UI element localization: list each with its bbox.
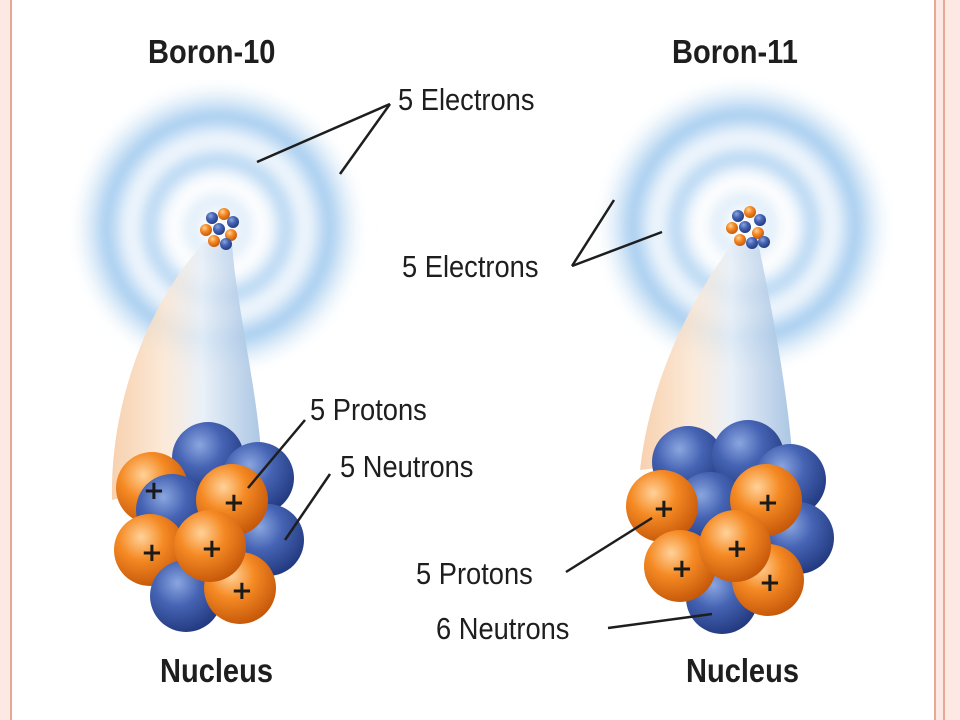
boron-11-nucleus-label: Nucleus — [686, 652, 799, 689]
boron-10-protons-label: 5 Protons — [310, 392, 427, 427]
proton-charge: + — [671, 554, 693, 584]
proton-charge: + — [143, 476, 165, 506]
proton-charge: + — [223, 488, 245, 518]
boron-11-magnification-funnel — [640, 242, 792, 470]
proton-charge: + — [231, 576, 253, 606]
proton — [644, 530, 716, 602]
boron-11-protons-label: 5 Protons — [416, 556, 533, 591]
boron-10-electrons-label: 5 Electrons — [398, 82, 535, 117]
boron-11-small-nucleus — [726, 206, 770, 249]
boron-11-neutrons-label: 6 Neutrons — [436, 611, 570, 646]
boron-11-atom: + + + + + — [565, 76, 894, 634]
proton-charge: + — [759, 568, 781, 598]
boron-10-nucleus: + + + + + — [114, 422, 304, 632]
boron-11-title: Boron-11 — [672, 33, 798, 70]
boron-11-leader-lines — [565, 199, 713, 630]
proton-charge: + — [653, 494, 675, 524]
proton — [174, 510, 246, 582]
proton-charge: + — [201, 534, 223, 564]
boron-11-electrons-label: 5 Electrons — [402, 249, 539, 284]
boron-10-title: Boron-10 — [148, 33, 276, 70]
boron-10-leader-lines — [247, 102, 392, 541]
boron-10-atom: + + + + + — [68, 78, 392, 632]
boron-11-nucleus: + + + + + — [626, 420, 834, 634]
proton-charge: + — [726, 534, 748, 564]
proton — [699, 510, 771, 582]
boron-10-neutrons-label: 5 Neutrons — [340, 449, 474, 484]
proton-charge: + — [141, 538, 163, 568]
slide-frame-left — [0, 0, 12, 720]
slide-frame-right — [934, 0, 960, 720]
boron-10-small-nucleus — [200, 208, 239, 250]
boron-10-nucleus-label: Nucleus — [160, 652, 273, 689]
proton-charge: + — [757, 488, 779, 518]
